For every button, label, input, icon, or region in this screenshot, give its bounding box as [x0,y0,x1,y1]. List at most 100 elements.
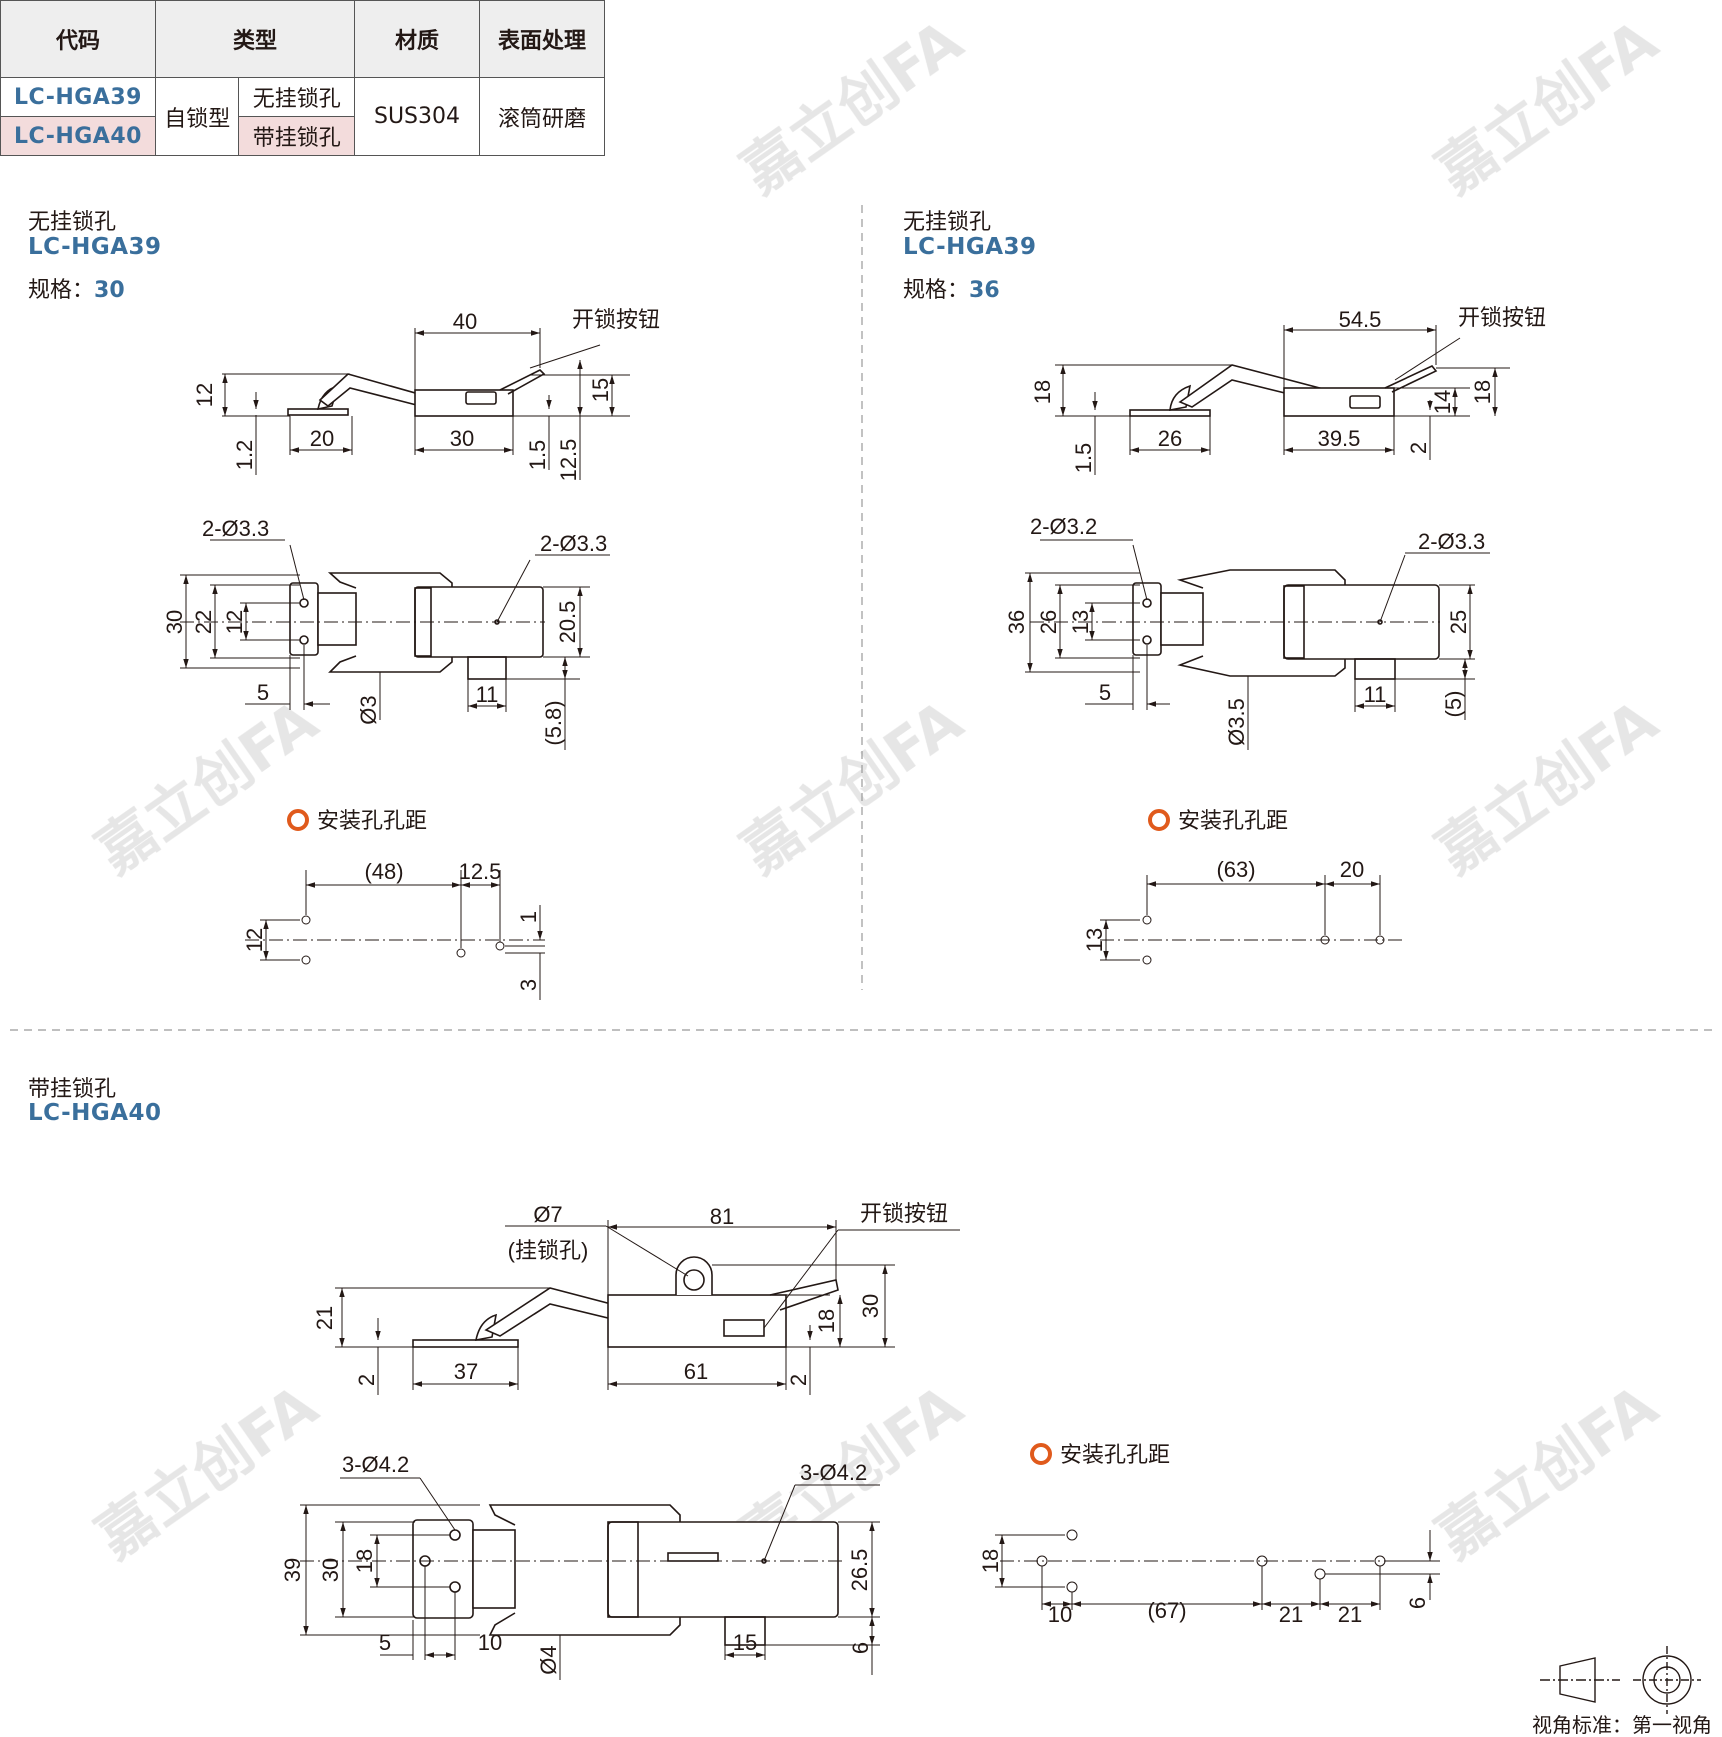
view-standard-label: 视角标准：第一视角 [1532,1714,1712,1737]
d1-hole-layout [245,870,545,1000]
dim-text: 5 [1099,680,1111,705]
dim-text: 2-Ø3.3 [1418,529,1485,554]
d1-plan-view [289,572,544,680]
dim-text: 26 [1158,426,1182,451]
dim-text: 30 [318,1558,343,1582]
d3-plan-view [412,1504,839,1646]
dim-text: (48) [364,859,403,884]
dim-text: 10 [478,1630,502,1655]
dim-text: 30 [450,426,474,451]
dim-text: Ø7 [533,1202,562,1227]
dim-text: 2 [354,1374,379,1386]
dim-text: 12.5 [556,439,581,482]
col-header-finish: 表面处理 [479,0,605,78]
dim-text: 12 [192,383,217,407]
dim-text: 54.5 [1339,307,1382,332]
dim-text: (5.8) [541,700,566,745]
dim-text: 15 [733,1630,757,1655]
release-button-label: 开锁按钮 [860,1201,948,1226]
section2-spec: 规格：36 [903,272,1000,304]
dim-text: (5) [1441,691,1466,718]
section3-model: LC-HGA40 [28,1100,162,1126]
d2-plan-dims [1025,539,1490,750]
dim-text: 1.5 [1071,443,1096,474]
ring-icon [287,809,309,831]
dim-text: (67) [1147,1598,1186,1623]
ring-icon [1148,809,1170,831]
dim-text: 39 [280,1558,305,1582]
dim-text: 12.5 [459,859,502,884]
dim-text: 40 [453,309,477,334]
dim-text: 1.2 [232,440,257,471]
spec-table: 代码 类型 材质 表面处理 LC-HGA39 自锁型 无挂锁孔 SUS304 滚… [0,0,605,156]
d2-side-texts: 54.5 18 14 18 26 39.5 1.5 2 开锁按钮 [1030,305,1546,473]
dim-text: 30 [858,1294,883,1318]
dim-text: 20 [1340,857,1364,882]
watermark-brand: 嘉立创FA [1424,1371,1669,1571]
dim-text: 1 [516,911,541,923]
dim-text: 1.5 [525,440,550,471]
dim-text: 26.5 [847,1549,872,1592]
dim-text: 12 [222,610,247,634]
install-label-3: 安装孔孔距 [1030,1437,1170,1469]
material-cell: SUS304 [354,77,480,156]
dim-text: 18 [978,1549,1003,1573]
release-button-label: 开锁按钮 [1458,305,1546,330]
spec-value: 36 [969,278,1000,303]
d1-hole-texts: (48) 12.5 12 1 3 [242,859,541,991]
spec-label: 规格： [903,278,970,303]
dim-text: 10 [1048,1602,1072,1627]
type-with-padlock: 带挂锁孔 [238,116,355,156]
dim-text: 2-Ø3.3 [202,516,269,541]
d2-hole-texts: (63) 20 13 [1082,857,1364,952]
dim-text: 15 [588,378,613,402]
dim-text: 30 [162,610,187,634]
dim-text: 20.5 [555,601,580,644]
watermark-brand: 嘉立创FA [84,686,329,886]
dim-text: 20 [310,426,334,451]
d3-side-view [412,1256,839,1348]
dim-text: 18 [814,1309,839,1333]
dim-text: 18 [352,1549,377,1573]
dim-text: 21 [1279,1602,1303,1627]
dim-text: Ø3.5 [1224,698,1249,746]
dim-text: 25 [1446,610,1471,634]
col-header-code: 代码 [0,0,156,78]
dim-text: 2 [786,1374,811,1386]
d1-side-dims [222,328,630,480]
dim-text: 13 [1068,610,1093,634]
spec-value: 30 [94,278,125,303]
dim-text: Ø3 [356,695,381,724]
watermark-brand: 嘉立创FA [84,1371,329,1571]
section1-title: 无挂锁孔 [28,210,117,235]
d1-plan-texts: 2-Ø3.3 2-Ø3.3 30 22 12 20.5 5 Ø3 11 (5.8… [162,516,607,746]
dim-text: 2 [1406,442,1431,454]
section3-title: 带挂锁孔 [28,1077,117,1102]
d3-plan-texts: 3-Ø4.2 3-Ø4.2 39 30 18 26.5 5 10 Ø4 15 6 [280,1452,873,1675]
d2-side-view [1129,364,1438,417]
dim-text: 21 [312,1306,337,1330]
dim-text: 3-Ø4.2 [800,1460,867,1485]
d1-side-view [287,369,546,417]
dim-text: 18 [1030,380,1055,404]
d2-side-dims [1055,325,1510,475]
d3-plan-dims [300,1477,880,1680]
dim-text: 12 [242,928,267,952]
watermark-brand: 嘉立创FA [729,686,974,886]
padlock-hole-label: (挂锁孔) [508,1238,589,1263]
dim-text: 37 [454,1359,478,1384]
dim-text: 21 [1338,1602,1362,1627]
code-lc-hga40: LC-HGA40 [0,116,156,156]
d1-plan-dims [180,539,610,750]
release-button-label: 开锁按钮 [572,307,660,332]
dim-text: 81 [710,1204,734,1229]
install-label-2: 安装孔孔距 [1148,803,1288,835]
install-text: 安装孔孔距 [317,809,428,834]
d2-plan-texts: 2-Ø3.2 2-Ø3.3 36 26 13 25 5 Ø3.5 11 (5) [1004,514,1485,746]
col-header-type: 类型 [155,0,355,78]
section1-spec: 规格：30 [28,272,125,304]
watermark-group: 嘉立创FA 嘉立创FA 嘉立创FA 嘉立创FA 嘉立创FA 嘉立创FA 嘉立创F… [84,6,1669,1571]
type-self-lock: 自锁型 [154,77,240,156]
dim-text: 3 [516,979,541,991]
